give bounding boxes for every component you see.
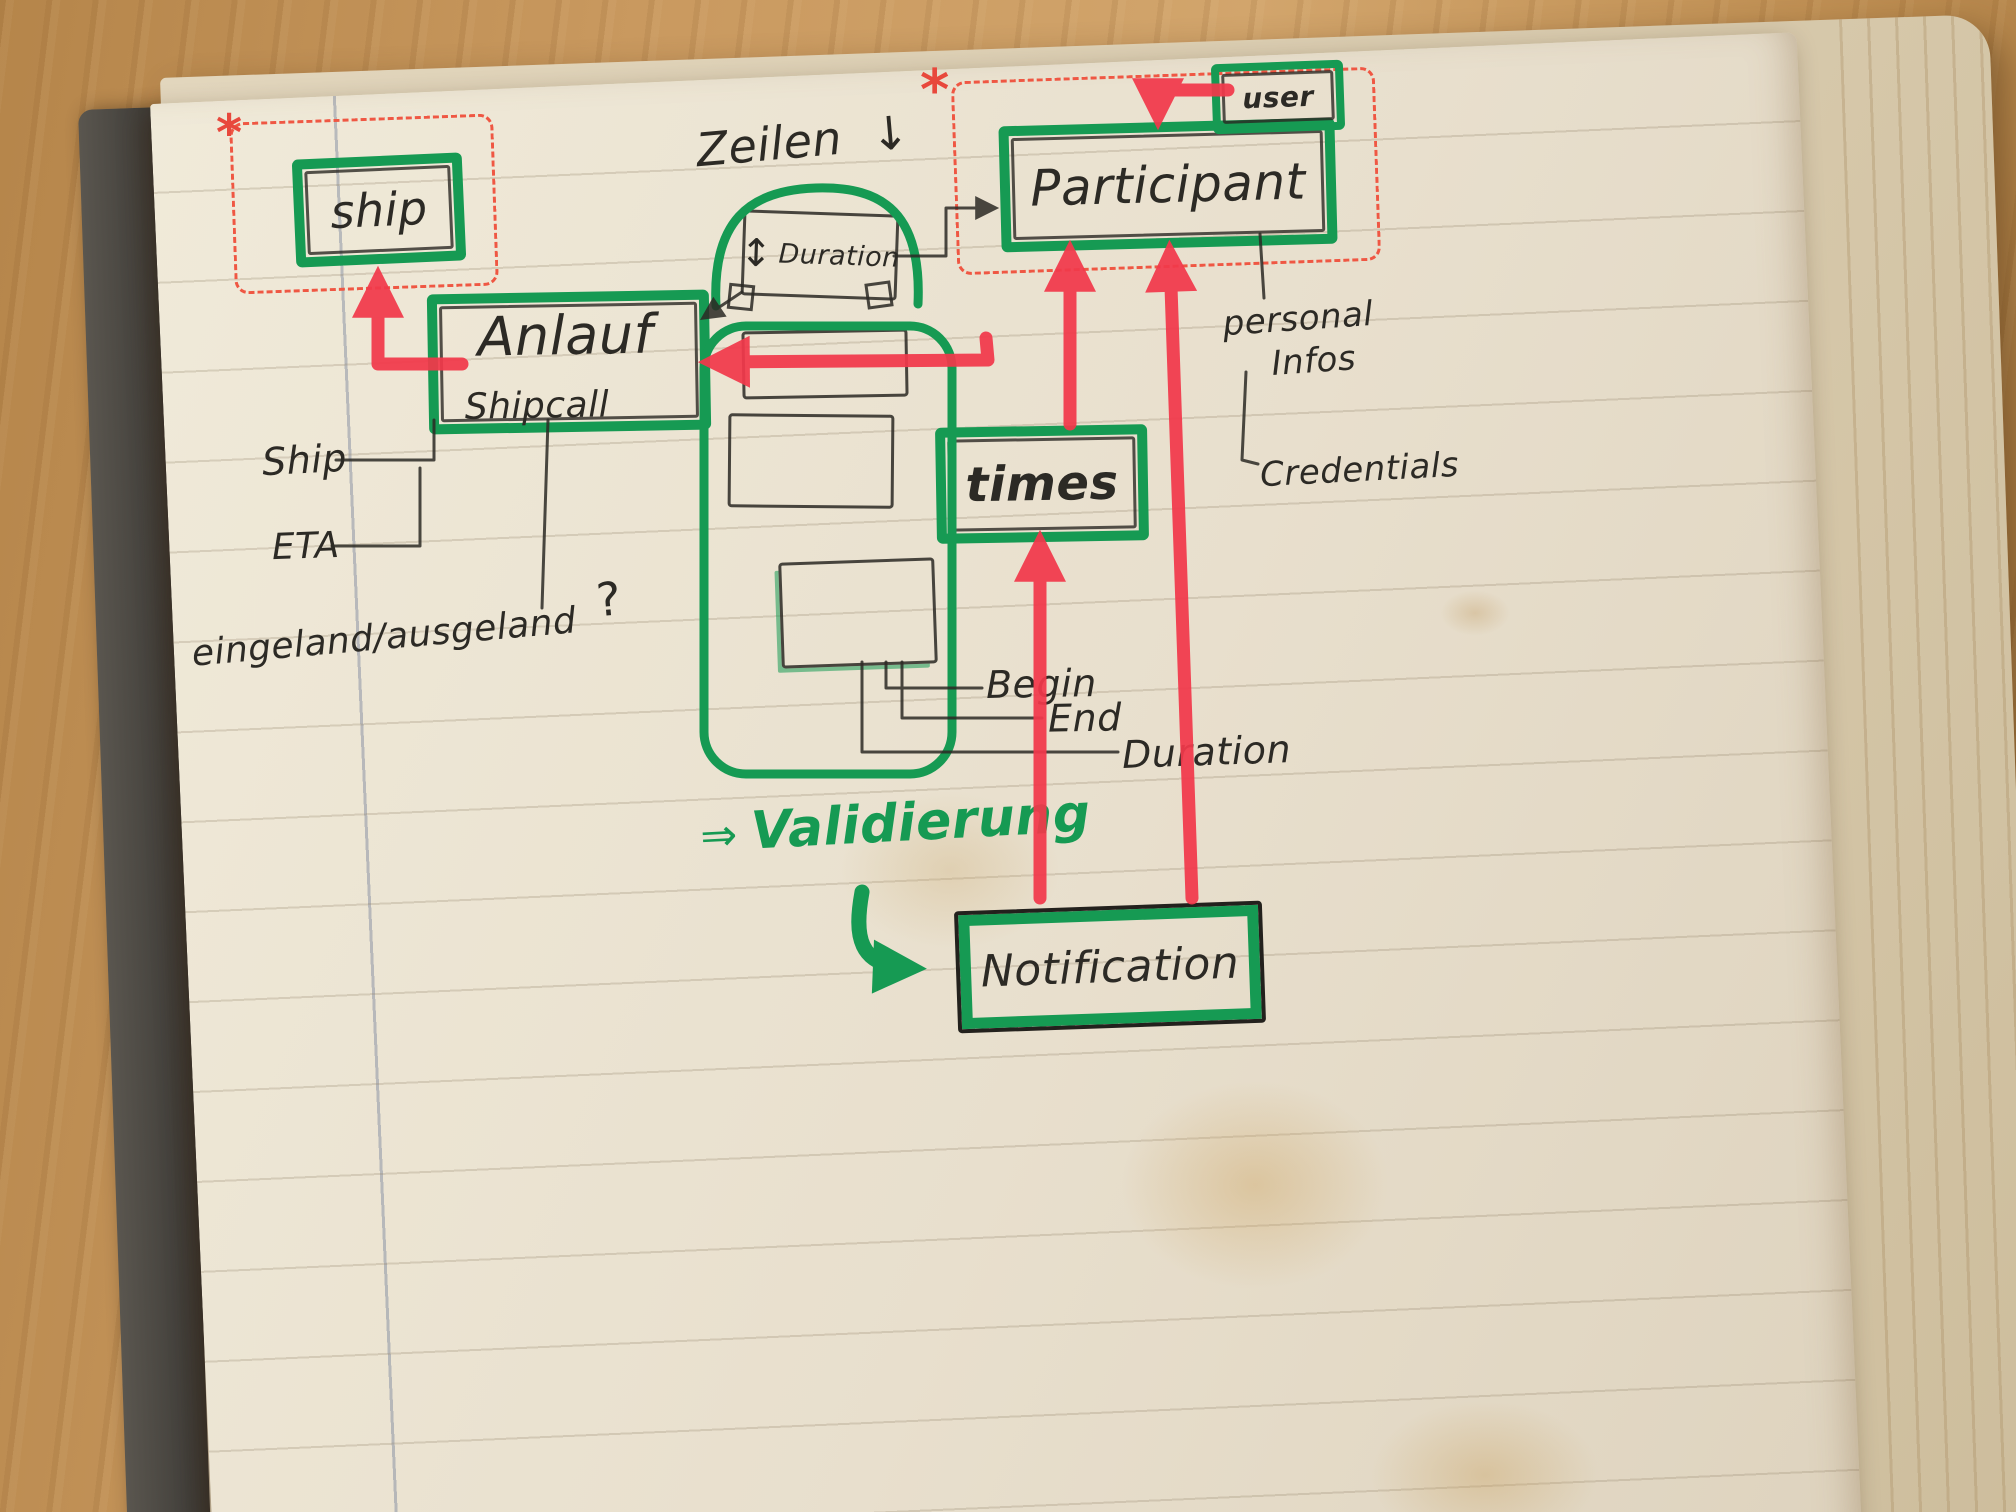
- zeilen-row-box-2: [727, 413, 895, 509]
- eta-attribute-label: ETA: [271, 524, 341, 569]
- paper-stain: [1440, 590, 1510, 636]
- anlauf-box: Anlauf Shipcall: [426, 289, 712, 435]
- up-down-arrow-icon: ↕: [739, 230, 774, 276]
- duration-foot-left: [726, 282, 756, 312]
- participant-box: Participant: [998, 117, 1338, 253]
- times-label: times: [964, 454, 1119, 514]
- question-mark: ?: [594, 571, 624, 628]
- ship-attribute-label: Ship: [260, 435, 348, 485]
- asterisk-mark: *: [216, 104, 243, 162]
- end-attribute-label: End: [1047, 695, 1123, 741]
- asterisk-mark: *: [920, 58, 950, 123]
- paper-stain: [1370, 1400, 1600, 1512]
- user-label: user: [1241, 79, 1315, 115]
- personal-infos-label: personal Infos: [1221, 293, 1377, 388]
- ship-label: ship: [329, 180, 429, 240]
- page-stack-edges: [1838, 14, 2016, 1512]
- participant-label: Participant: [1029, 152, 1307, 218]
- shipcall-label: Shipcall: [464, 384, 610, 428]
- paper-stain: [1120, 1080, 1390, 1290]
- zeilen-row-box-3: [778, 557, 938, 669]
- notification-label: Notification: [979, 937, 1241, 997]
- times-box: times: [935, 424, 1149, 544]
- duration-box-label: Duration: [778, 238, 901, 274]
- down-arrow-icon: ↓: [868, 104, 912, 162]
- ship-box: ship: [291, 152, 467, 268]
- zeilen-row-box-1: [741, 328, 909, 400]
- user-box: user: [1210, 59, 1346, 135]
- anlauf-label: Anlauf: [477, 302, 654, 369]
- duration-attribute-label: Duration: [1121, 727, 1292, 777]
- duration-foot-right: [864, 280, 894, 310]
- double-arrow-icon: ⇒: [699, 809, 740, 863]
- notification-box: Notification: [953, 900, 1267, 1034]
